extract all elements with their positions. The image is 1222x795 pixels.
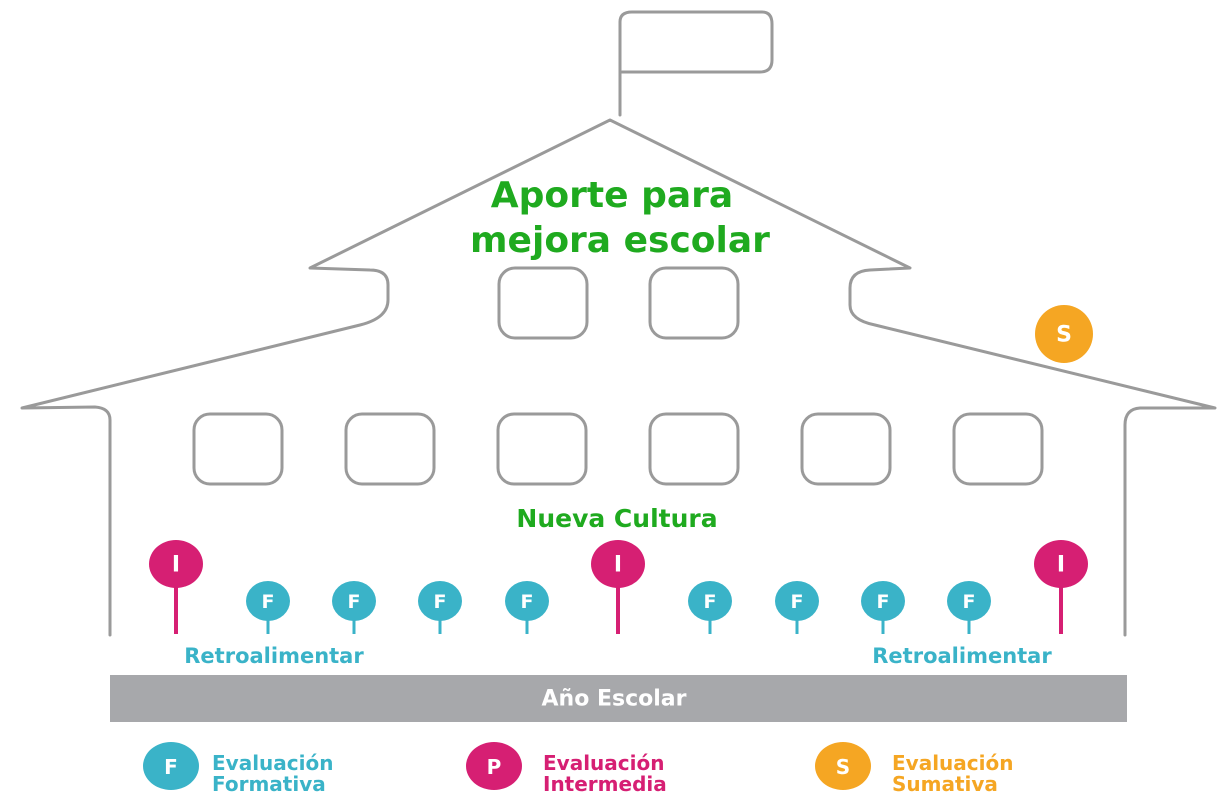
marker-head: [688, 581, 732, 621]
formative-marker: F: [246, 581, 290, 634]
formative-marker: F: [418, 581, 462, 634]
marker-head: [861, 581, 905, 621]
lower-window-1: [192, 412, 284, 486]
marker-head: [246, 581, 290, 621]
formative-marker: F: [505, 581, 549, 634]
marker-letter: F: [521, 591, 534, 613]
marker-head: [332, 581, 376, 621]
diagram-title-line1: Aporte para: [491, 175, 733, 216]
legend-label-line1: Evaluación: [212, 751, 333, 775]
flag-pole: [618, 10, 774, 117]
marker-letter: F: [434, 591, 447, 613]
school-year-bar: [110, 675, 1127, 722]
formative-marker: F: [775, 581, 819, 634]
formative-marker: F: [861, 581, 905, 634]
formative-marker: F: [688, 581, 732, 634]
intermediate-marker: I: [149, 540, 203, 634]
upper-window-1: [497, 266, 589, 340]
school-year-label: Año Escolar: [542, 687, 687, 712]
marker-head: [775, 581, 819, 621]
marker-letter: F: [704, 591, 717, 613]
legend-swatch: [466, 742, 522, 790]
marker-head: [505, 581, 549, 621]
intermediate-marker: I: [1034, 540, 1088, 634]
summative-marker-letter: S: [1056, 323, 1072, 348]
legend-label-line1: Evaluación: [892, 751, 1013, 775]
legend-label-line2: Intermedia: [543, 772, 667, 795]
evaluation-markers: I F F F F I F F F F I: [149, 540, 1088, 634]
summative-marker-circle: [1035, 305, 1093, 363]
legend-label-line2: Sumativa: [892, 772, 998, 795]
lower-window-2: [344, 412, 436, 486]
legend-swatch: [815, 742, 871, 790]
legend-swatch: [143, 742, 199, 790]
formative-marker: F: [332, 581, 376, 634]
marker-letter: F: [877, 591, 890, 613]
marker-head: [947, 581, 991, 621]
marker-letter: F: [262, 591, 275, 613]
marker-head: [591, 540, 645, 588]
marker-head: [1034, 540, 1088, 588]
diagram-title-line2: mejora escolar: [470, 220, 770, 261]
marker-letter: F: [963, 591, 976, 613]
feedback-label-left: Retroalimentar: [184, 644, 364, 668]
lower-window-6: [952, 412, 1044, 486]
intermediate-marker: I: [591, 540, 645, 634]
marker-letter: F: [348, 591, 361, 613]
marker-letter: I: [614, 553, 622, 578]
school-building-outline: [20, 118, 1217, 637]
legend-letter: P: [487, 755, 502, 779]
legend-letter: S: [836, 755, 850, 779]
marker-letter: I: [172, 553, 180, 578]
marker-letter: I: [1057, 553, 1065, 578]
upper-window-2: [648, 266, 740, 340]
marker-letter: F: [791, 591, 804, 613]
lower-window-5: [800, 412, 892, 486]
marker-head: [149, 540, 203, 588]
culture-label: Nueva Cultura: [516, 504, 717, 533]
formative-marker: F: [947, 581, 991, 634]
legend-label-line2: Formativa: [212, 772, 326, 795]
marker-head: [418, 581, 462, 621]
legend-letter: F: [164, 755, 178, 779]
legend-label-line1: Evaluación: [543, 751, 664, 775]
feedback-label-right: Retroalimentar: [872, 644, 1052, 668]
lower-window-3: [496, 412, 588, 486]
lower-window-4: [648, 412, 740, 486]
